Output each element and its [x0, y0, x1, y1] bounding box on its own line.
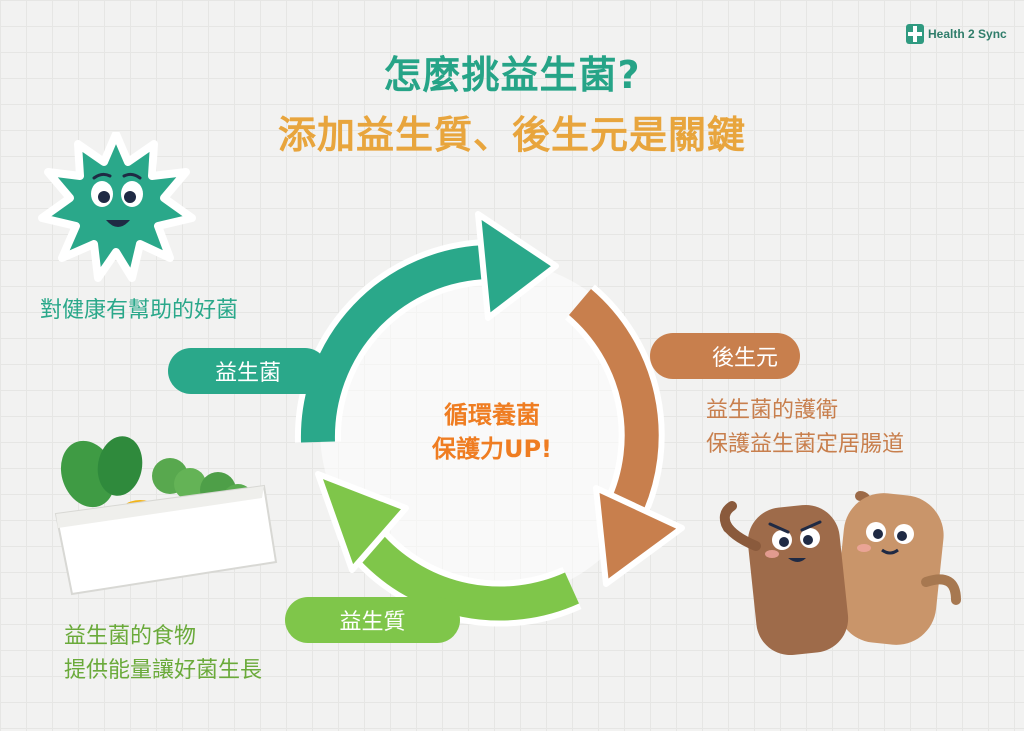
postbiotic-arrow [564, 284, 685, 587]
center-line-1: 循環養菌 [444, 401, 540, 429]
probiotic-arrow [294, 211, 559, 443]
prebiotic-description: 益生菌的食物 提供能量讓好菌生長 [64, 620, 262, 688]
postbiotic-desc-line-1: 益生菌的護衛 [706, 398, 839, 423]
postbiotic-label: 後生元 [650, 333, 800, 379]
probiotic-label: 益生菌 [168, 348, 328, 394]
postbiotic-description: 益生菌的護衛 保護益生菌定居腸道 [706, 394, 904, 462]
page-subtitle: 添加益生質、後生元是關鍵 [277, 113, 746, 157]
logo-text: Health 2 Sync [928, 27, 1007, 41]
page-title: 怎麼挑益生菌? [383, 53, 641, 97]
health2sync-logo-icon [906, 24, 924, 44]
center-line-2: 保護力UP! [431, 435, 553, 463]
vegetable-box-illustration [54, 436, 278, 596]
prebiotic-desc-line-1: 益生菌的食物 [64, 624, 197, 649]
probiotic-description: 對健康有幫助的好菌 [40, 298, 239, 323]
prebiotic-label: 益生質 [285, 597, 460, 643]
brand-logo: Health 2 Sync [906, 24, 1007, 44]
cycle-center-label: 循環養菌 保護力UP! [392, 398, 592, 466]
probiotic-germ-illustration [38, 132, 196, 282]
postbiotic-desc-line-2: 保護益生菌定居腸道 [706, 432, 905, 457]
prebiotic-desc-line-2: 提供能量讓好菌生長 [64, 658, 263, 683]
prebiotic-arrow [315, 471, 582, 627]
postbiotic-characters-illustration [719, 491, 961, 656]
